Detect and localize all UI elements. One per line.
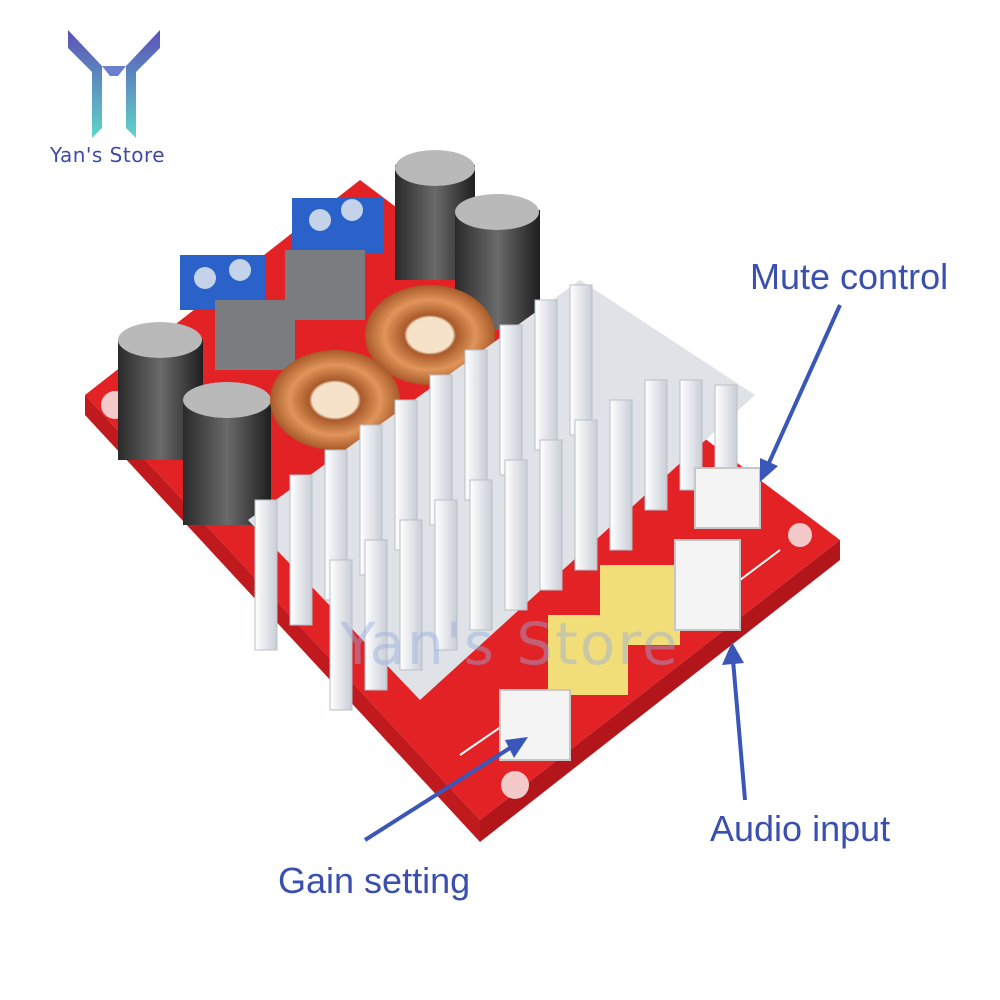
mute-control-label: Mute control [750, 256, 949, 297]
aluminum-heatsink [248, 280, 755, 711]
jst-connectors [499, 467, 761, 761]
store-name: Yan's Store [50, 143, 166, 167]
screw-terminals [180, 198, 384, 310]
audio-input-label: Audio input [710, 808, 891, 849]
yellow-capacitors [548, 565, 680, 695]
film-capacitors [215, 250, 365, 370]
gain-setting-label: Gain setting [278, 860, 471, 901]
electrolytic-capacitors [118, 150, 540, 525]
store-logo [68, 30, 160, 138]
annotation-arrows [363, 304, 842, 842]
watermark: Yan's Store [340, 610, 680, 678]
